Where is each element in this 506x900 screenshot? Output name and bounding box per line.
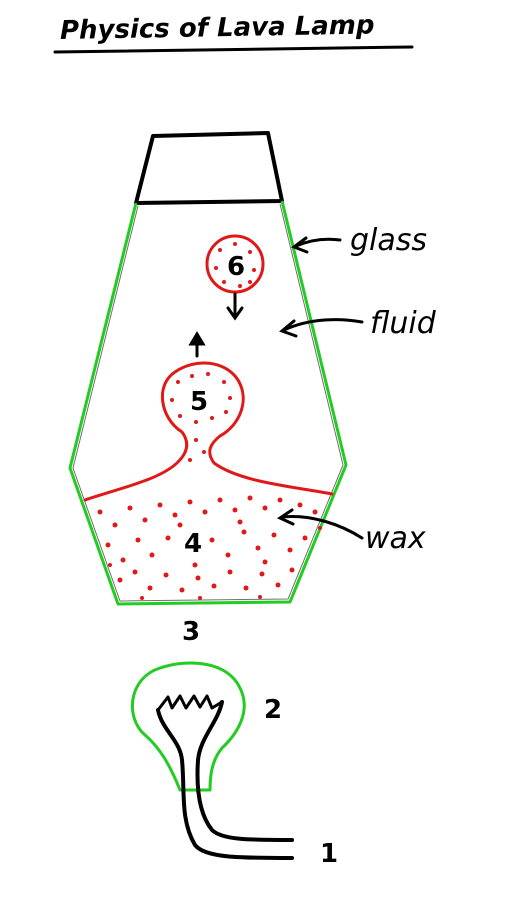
label-number-6: 6 <box>227 252 245 282</box>
title-underline <box>53 45 414 54</box>
label-glass: glass <box>350 223 427 258</box>
diagram-title: Physics of Lava Lamp <box>60 10 375 45</box>
bulb-wire-left <box>156 708 294 860</box>
label-number-4: 4 <box>184 529 202 559</box>
bulb-filament <box>156 694 224 712</box>
glass-body-inner-line <box>72 203 344 602</box>
blob-6-dots <box>214 242 256 288</box>
light-bulb-glass <box>130 661 246 792</box>
wax-blob-6 <box>205 234 265 294</box>
pointer-arrow-wax-icon <box>276 508 364 540</box>
arrow-down-icon <box>226 292 244 321</box>
wax-pool-outline <box>83 361 334 502</box>
glass-body <box>68 200 348 606</box>
label-number-2: 2 <box>264 695 282 725</box>
label-number-3: 3 <box>182 617 200 647</box>
pointer-arrow-glass-icon <box>290 236 342 254</box>
label-fluid: fluid <box>370 306 437 341</box>
label-number-1: 1 <box>320 839 338 869</box>
arrow-up-icon <box>188 331 206 358</box>
label-wax: wax <box>365 521 426 556</box>
blob-5-dots <box>170 372 232 462</box>
label-number-5: 5 <box>190 387 208 417</box>
wax-dots <box>97 495 322 600</box>
lamp-cap <box>134 131 284 205</box>
pointer-arrow-fluid-icon <box>279 318 364 338</box>
bulb-wire-right <box>195 700 294 842</box>
